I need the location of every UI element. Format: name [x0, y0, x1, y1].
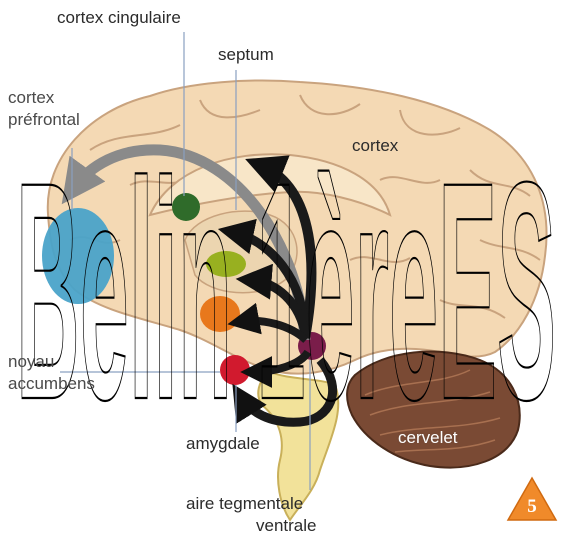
label-cortex-cingulaire: cortex cingulaire: [57, 8, 181, 28]
label-cortex-prefrontal-1: cortex: [8, 88, 54, 108]
label-accumbens: accumbens: [8, 374, 95, 394]
page-badge-number: 5: [506, 496, 558, 518]
label-ventrale: ventrale: [256, 516, 316, 536]
label-noyau: noyau: [8, 352, 54, 372]
label-aire-tegmentale: aire tegmentale: [186, 494, 303, 514]
watermark-text: Belin 1èreES: [16, 117, 556, 440]
label-septum: septum: [218, 45, 274, 65]
label-amygdale: amygdale: [186, 434, 260, 454]
label-cortex: cortex: [352, 136, 398, 156]
label-cortex-prefrontal-2: préfrontal: [8, 110, 80, 130]
label-cervelet: cervelet: [398, 428, 458, 448]
